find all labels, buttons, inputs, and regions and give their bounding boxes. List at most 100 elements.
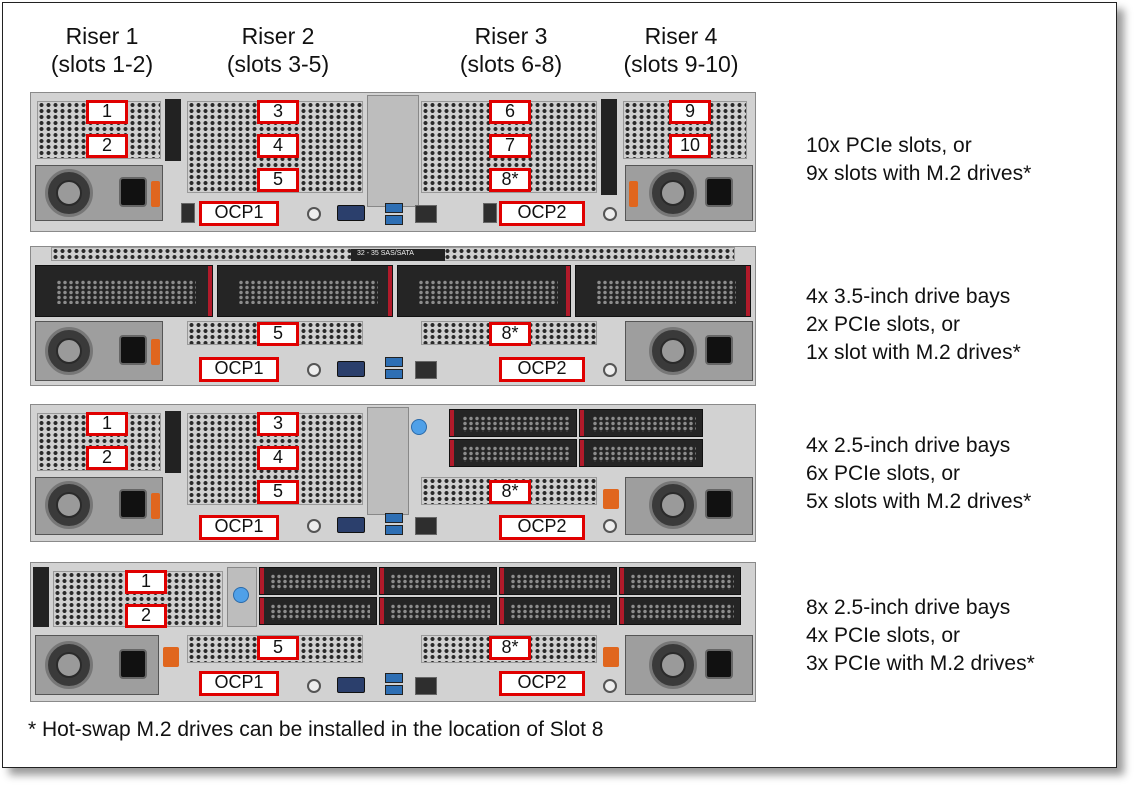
slot-label: 1 [125, 570, 167, 594]
slot-label: 9 [669, 100, 711, 124]
server-rear-config-2: 32 - 35 SAS/SATA [30, 246, 756, 386]
psu-2-power-socket [705, 489, 733, 519]
release-button [411, 419, 427, 435]
screw [603, 363, 617, 377]
description-line: 4x PCIe slots, or [806, 624, 961, 647]
slot-label: 5 [257, 168, 299, 192]
psu-1-latch [151, 339, 160, 365]
slot-label: 4 [257, 446, 299, 470]
ocp2-latch [483, 203, 497, 223]
slot-label: 3 [257, 100, 299, 124]
ethernet-port [415, 361, 437, 379]
ethernet-port [415, 517, 437, 535]
ocp-label: OCP2 [499, 671, 585, 696]
usb-port [385, 203, 403, 213]
slot-label: 5 [257, 636, 299, 660]
drive-bay-2-5 [379, 567, 497, 595]
description-line: 6x PCIe slots, or [806, 462, 961, 485]
screw [603, 679, 617, 693]
center-panel [367, 407, 409, 515]
slot-label: 8* [489, 322, 531, 346]
psu-1-fan [45, 327, 93, 375]
ethernet-port [415, 677, 437, 695]
psu-2-fan [649, 169, 697, 217]
psu-1-power-socket [119, 335, 147, 365]
slot-label: 8* [489, 168, 531, 192]
slot-label: 6 [489, 100, 531, 124]
riser-3-name: Riser 3 [474, 23, 548, 49]
psu-2-fan [649, 641, 697, 689]
slot-label: 2 [86, 446, 128, 470]
usb-port [385, 513, 403, 523]
slot-8-latch [603, 647, 619, 667]
riser-1-name: Riser 1 [65, 23, 139, 49]
psu-2-fan [649, 481, 697, 529]
server-rear-config-1 [30, 92, 756, 232]
slot-label: 2 [86, 134, 128, 158]
slot-latch [163, 647, 179, 667]
description-line: 1x slot with M.2 drives* [806, 341, 1021, 364]
description-line: 4x 2.5-inch drive bays [806, 434, 1011, 457]
usb-port [385, 357, 403, 367]
drive-bay-2-5 [619, 567, 741, 595]
slot-label: 8* [489, 480, 531, 504]
psu-1-power-socket [119, 489, 147, 519]
description-line: 8x 2.5-inch drive bays [806, 596, 1011, 619]
psu-1-fan [45, 641, 93, 689]
vga-port [337, 517, 365, 533]
psu-1-latch [151, 493, 160, 519]
usb-port [385, 369, 403, 379]
drive-bay-2-5 [499, 597, 617, 625]
drive-bay-3-5 [575, 265, 751, 317]
psu-1-fan [45, 169, 93, 217]
description-line: 10x PCIe slots, or [806, 134, 972, 157]
ocp-label: OCP1 [199, 515, 279, 540]
ocp1-latch [181, 203, 195, 223]
riser-3-slots: (slots 6-8) [459, 51, 563, 77]
drive-bay-3-5 [217, 265, 393, 317]
screw [307, 519, 321, 533]
riser-3-bracket [601, 99, 617, 195]
psu-2-power-socket [705, 335, 733, 365]
slot-label: 2 [125, 604, 167, 628]
ocp-label: OCP2 [499, 357, 585, 382]
riser-2-header: Riser 2 (slots 3-5) [203, 22, 353, 78]
slot-label: 1 [86, 100, 128, 124]
riser-1-bracket [165, 99, 181, 161]
footnote: * Hot-swap M.2 drives can be installed i… [28, 718, 604, 741]
psu-2-latch [629, 181, 638, 207]
drive-bay-3-5 [35, 265, 213, 317]
slot-label: 1 [86, 412, 128, 436]
description-line: 3x PCIe with M.2 drives* [806, 652, 1035, 675]
slot-label: 4 [257, 134, 299, 158]
psu-2-fan [649, 327, 697, 375]
drive-bay-2-5 [449, 439, 577, 467]
riser-2-name: Riser 2 [241, 23, 315, 49]
riser-1-bracket [33, 567, 49, 627]
psu-1-power-socket [119, 649, 147, 679]
slot-label: 5 [257, 322, 299, 346]
config-1-description: 10x PCIe slots, or 9x slots with M.2 dri… [806, 132, 1031, 188]
screw [603, 519, 617, 533]
vga-port [337, 361, 365, 377]
center-panel [367, 95, 419, 207]
ocp-label: OCP2 [499, 201, 585, 226]
screw [307, 363, 321, 377]
config-3-description: 4x 2.5-inch drive bays 6x PCIe slots, or… [806, 432, 1031, 516]
usb-port [385, 685, 403, 695]
riser-4-header: Riser 4 (slots 9-10) [606, 22, 756, 78]
config-4-description: 8x 2.5-inch drive bays 4x PCIe slots, or… [806, 594, 1035, 678]
drive-bay-2-5 [379, 597, 497, 625]
usb-port [385, 525, 403, 535]
screw [307, 207, 321, 221]
drive-bay-2-5 [619, 597, 741, 625]
psu-1-latch [151, 181, 160, 207]
ocp-label: OCP1 [199, 357, 279, 382]
screw [307, 679, 321, 693]
description-line: 4x 3.5-inch drive bays [806, 285, 1011, 308]
vga-port [337, 205, 365, 221]
psu-2-power-socket [705, 177, 733, 207]
ocp-label: OCP2 [499, 515, 585, 540]
slot-label: 10 [669, 134, 711, 158]
psu-1-fan [45, 481, 93, 529]
